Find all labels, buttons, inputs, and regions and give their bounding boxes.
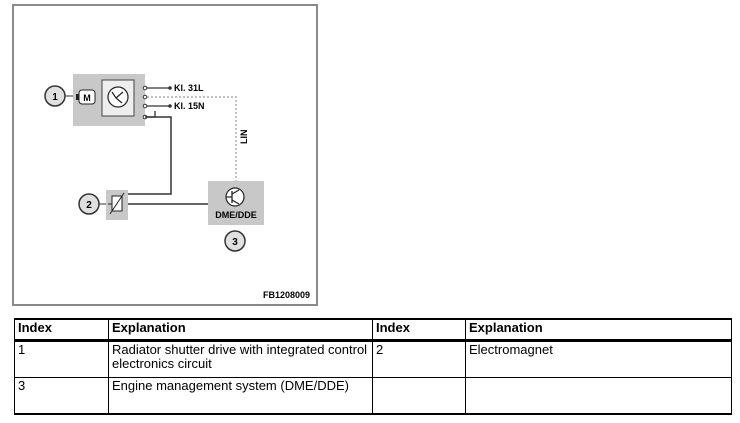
terminal-dot [168,104,172,108]
table-cell: 1 [14,340,109,378]
table-cell [465,377,732,415]
connector-pin [142,85,148,91]
table-cell: 2 [372,340,466,378]
terminal-dot [168,86,172,90]
callout-2: 2 [78,193,100,215]
legend-table: Index Explanation Index Explanation 1 Ra… [14,318,732,415]
electromagnet-icon [108,192,125,215]
legend-header-row: Index Explanation Index Explanation [14,318,732,342]
lin-label: LIN [239,130,249,145]
table-cell: Radiator shutter drive with integrated c… [108,340,373,378]
header-explanation: Explanation [465,318,732,342]
figure-code: FB1208009 [263,290,310,300]
table-cell [372,377,466,415]
table-cell: Electromagnet [465,340,732,378]
motor-icon: M [76,89,96,105]
table-row: 3 Engine management system (DME/DDE) [14,377,732,415]
connector-pin [142,94,148,100]
electronics-icon [101,79,135,117]
header-explanation: Explanation [108,318,373,342]
lin-bus-line [147,96,237,181]
transistor-icon [225,187,245,207]
callout-3: 3 [224,230,246,252]
table-cell: 3 [14,377,109,415]
table-row: 1 Radiator shutter drive with integrated… [14,340,732,378]
header-index: Index [372,318,466,342]
motor-symbol: M [83,93,91,103]
svg-text:2: 2 [86,200,92,211]
table-cell: Engine management system (DME/DDE) [108,377,373,415]
wiring-diagram: M Kl. 31L Kl. 15N LIN DME/DDE [12,4,318,306]
terminal-label-31l: Kl. 31L [174,83,204,93]
terminal-label-15n: Kl. 15N [174,101,205,111]
header-index: Index [14,318,109,342]
svg-text:1: 1 [52,92,58,103]
drive-to-magnet-wire [128,116,172,195]
svg-text:3: 3 [232,237,238,248]
dme-dde-label: DME/DDE [215,210,257,220]
diagram-frame [12,4,318,306]
callout-1: 1 [44,85,66,107]
connector-pin [142,103,148,109]
